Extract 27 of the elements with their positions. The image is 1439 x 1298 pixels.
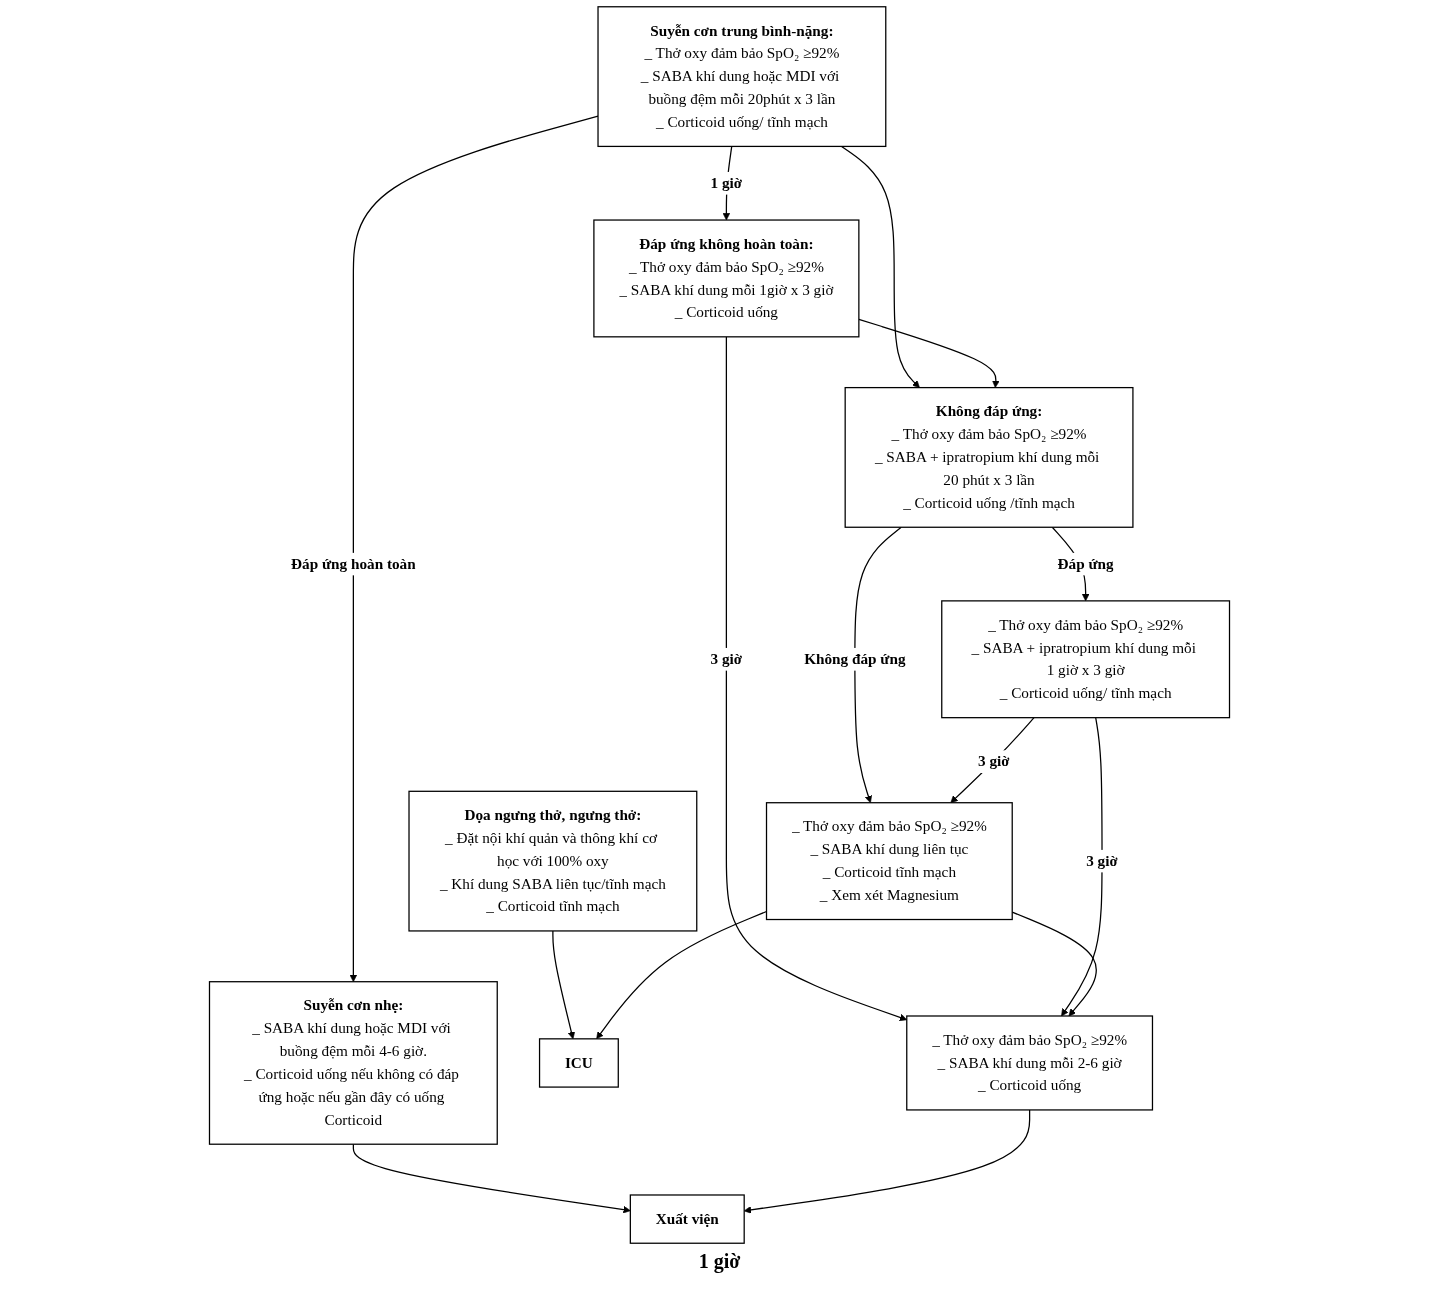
node-box: Suyễn cơn nhẹ: _ SABA khí dung hoặc MDI với buồng đệm mỗi 4-6 giờ. _ Corticoid uống nếu không có đáp ứng hoặc nếu gần đây có uống Corticoid — [208, 981, 498, 1145]
node-box: Không đáp ứng: _ Thở oxy đảm bảo SpO₂ ≥92% _ SABA + ipratropium khí dung mỗi 20 phút x 3 lần _ Corticoid uống /tĩnh mạch — [844, 386, 1134, 528]
node-box: _ Thở oxy đảm bảo SpO₂ ≥92% _ SABA khí dung liên tục _ Corticoid tĩnh mạch _ Xem xét Magnesium — [765, 802, 1013, 921]
node-box: Dọa ngưng thở, ngưng thở: _ Đặt nội khí quản và thông khí cơ học với 100% oxy _ Khí dung SABA liên tục/tĩnh mạch _ Corticoid tĩnh mạch — [408, 790, 698, 932]
edge-label: 3 giờ — [710, 650, 743, 668]
edge-label: 1 giờ — [710, 174, 743, 192]
arrow — [950, 717, 1035, 804]
node-box: Suyễn cơn trung bình-nặng: _ Thở oxy đảm bảo SpO₂ ≥92% _ SABA khí dung hoặc MDI với buồng đệm mỗi 20phút x 3 lần _ Corticoid uống/ tĩnh mạch — [597, 6, 887, 148]
node-box: Xuất viện — [629, 1194, 745, 1244]
arrow — [352, 1143, 631, 1214]
note-text: 1 giờ — [698, 1250, 741, 1275]
arrow — [840, 145, 920, 388]
edge-label: 3 giờ — [978, 752, 1010, 770]
arrow — [854, 526, 902, 804]
arrow — [552, 930, 576, 1040]
edge-label: Không đáp ứng — [804, 650, 906, 668]
edge-label: Đáp ứng — [1057, 555, 1114, 573]
node-box: ICU — [538, 1038, 619, 1088]
arrow — [1061, 717, 1103, 1017]
arrow — [725, 336, 908, 1022]
arrow — [858, 318, 1000, 388]
edge-label: Đáp ứng hoàn toàn — [291, 555, 416, 573]
edge-label: 3 giờ — [1086, 852, 1118, 870]
node-box: _ Thở oxy đảm bảo SpO₂ ≥92% _ SABA khí dung mỗi 2-6 giờ _ Corticoid uống — [906, 1015, 1154, 1111]
node-box: Đáp ứng không hoàn toàn: _ Thở oxy đảm bảo SpO₂ ≥92% _ SABA khí dung mỗi 1giờ x 3 giờ _ Corticoid uống — [593, 219, 860, 338]
arrow — [349, 115, 599, 983]
node-box: _ Thở oxy đảm bảo SpO₂ ≥92% _ SABA + ipratropium khí dung mỗi 1 giờ x 3 giờ _ Corticoid uống/ tĩnh mạch — [941, 600, 1231, 719]
